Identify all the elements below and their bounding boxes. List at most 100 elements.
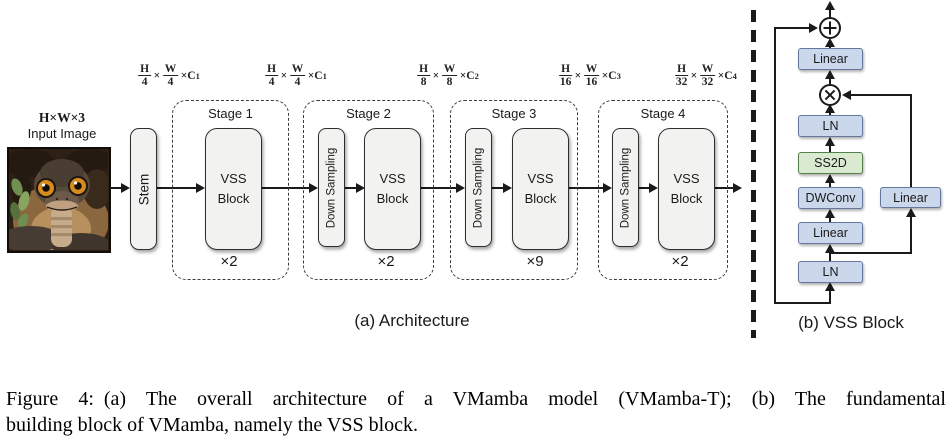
stem-block: Stem <box>130 128 157 250</box>
ln-bottom-block: LN <box>798 261 863 283</box>
arrow-head-icon <box>309 183 318 193</box>
linear-top-label: Linear <box>813 52 848 66</box>
ln-bottom-label: LN <box>822 265 839 279</box>
arrow-head-icon <box>906 208 916 217</box>
vss-block: VSS Block <box>205 128 262 250</box>
stage-4-mult: ×2 <box>671 253 689 270</box>
branch-line <box>848 94 912 96</box>
linear-top-block: Linear <box>798 48 863 70</box>
down-sampling-block: Down Sampling <box>612 128 639 247</box>
ln-top-label: LN <box>822 119 839 133</box>
flow-line <box>262 187 311 189</box>
flow-line <box>638 187 651 189</box>
vss-label: VSS <box>379 170 406 186</box>
down-sampling-label: Down Sampling <box>619 147 632 228</box>
ln-top-block: LN <box>798 115 863 137</box>
arrow-head-icon <box>649 183 658 193</box>
down-sampling-label: Down Sampling <box>325 147 338 228</box>
ss2d-block: SS2D <box>798 152 863 174</box>
residual-line <box>774 27 810 29</box>
stage-1-mult: ×2 <box>220 253 238 270</box>
stage-3-mult: ×9 <box>526 253 544 270</box>
down-sampling-label: Down Sampling <box>472 147 485 228</box>
stage-1-label: Stage 1 <box>208 106 253 121</box>
flow-line <box>420 187 458 189</box>
flow-line <box>110 187 123 189</box>
linear-right-block: Linear <box>880 187 941 208</box>
arrow-head-icon <box>825 70 835 79</box>
vss-label: VSS <box>673 170 700 186</box>
arrow-head-icon <box>503 183 512 193</box>
stem-line <box>829 290 831 304</box>
arrow-head-icon <box>825 1 835 10</box>
ss2d-label: SS2D <box>814 156 847 170</box>
vss-label: VSS <box>220 170 247 186</box>
stage-4-label: Stage 4 <box>640 106 686 121</box>
stage-2-mult: ×2 <box>377 253 395 270</box>
arrow-head-icon <box>196 183 205 193</box>
input-image-illustration <box>0 149 113 259</box>
arrow-head-icon <box>603 183 612 193</box>
add-icon <box>819 17 841 39</box>
figure-caption-line2: building block of VMamba, namely the VSS… <box>6 414 419 436</box>
vss-label: Block <box>376 191 409 206</box>
stem-line <box>829 9 831 18</box>
flow-line <box>157 187 198 189</box>
stem-line <box>829 76 831 85</box>
panel-separator <box>751 10 756 338</box>
arrow-head-icon <box>842 90 851 100</box>
arrow-head-icon <box>825 104 835 113</box>
arrow-head-icon <box>825 174 835 183</box>
arrow-head-icon <box>121 183 130 193</box>
dwconv-label: DWConv <box>805 191 856 205</box>
branch-line <box>910 216 912 254</box>
vss-label: Block <box>670 191 703 206</box>
vss-block: VSS Block <box>364 128 421 250</box>
arrow-head-icon <box>825 137 835 146</box>
down-sampling-block: Down Sampling <box>465 128 492 247</box>
arrow-head-icon <box>825 244 835 253</box>
stem-line <box>829 251 831 262</box>
stem-line <box>829 181 831 188</box>
stage-2-label: Stage 2 <box>346 106 391 121</box>
down-sampling-block: Down Sampling <box>318 128 345 247</box>
branch-line <box>830 252 912 254</box>
panel-b-label: (b) VSS Block <box>798 313 904 332</box>
stage-4-container: Stage 4 <box>598 100 728 280</box>
arrow-head-icon <box>825 209 835 218</box>
stem-label: Stem <box>136 173 152 205</box>
arrow-head-icon <box>809 23 818 33</box>
stem-line <box>829 144 831 153</box>
flow-line <box>492 187 505 189</box>
arrow-head-icon <box>356 183 365 193</box>
vss-block: VSS Block <box>658 128 715 250</box>
multiply-icon <box>819 84 841 106</box>
residual-line <box>774 302 831 304</box>
panel-a-label: (a) Architecture <box>354 311 470 330</box>
branch-line <box>910 94 912 187</box>
linear-mid-label: Linear <box>813 226 848 240</box>
stage-1-container: Stage 1 <box>172 100 289 280</box>
stage-3-label: Stage 3 <box>491 106 537 121</box>
stage-3-container: Stage 3 <box>450 100 578 280</box>
input-dims-label: H×W×3 <box>38 110 86 125</box>
flow-line <box>568 187 605 189</box>
vss-label: Block <box>217 191 250 206</box>
stem-line <box>829 216 831 223</box>
vss-label: VSS <box>527 170 554 186</box>
flow-line <box>345 187 358 189</box>
figure-caption-line1: Figure 4: (a) The overall architecture o… <box>6 388 946 410</box>
arrow-head-icon <box>456 183 465 193</box>
input-image <box>0 147 113 259</box>
arrow-head-icon <box>825 282 835 291</box>
linear-right-label: Linear <box>893 190 928 205</box>
arrow-head-icon <box>825 38 835 47</box>
residual-line <box>774 27 776 304</box>
